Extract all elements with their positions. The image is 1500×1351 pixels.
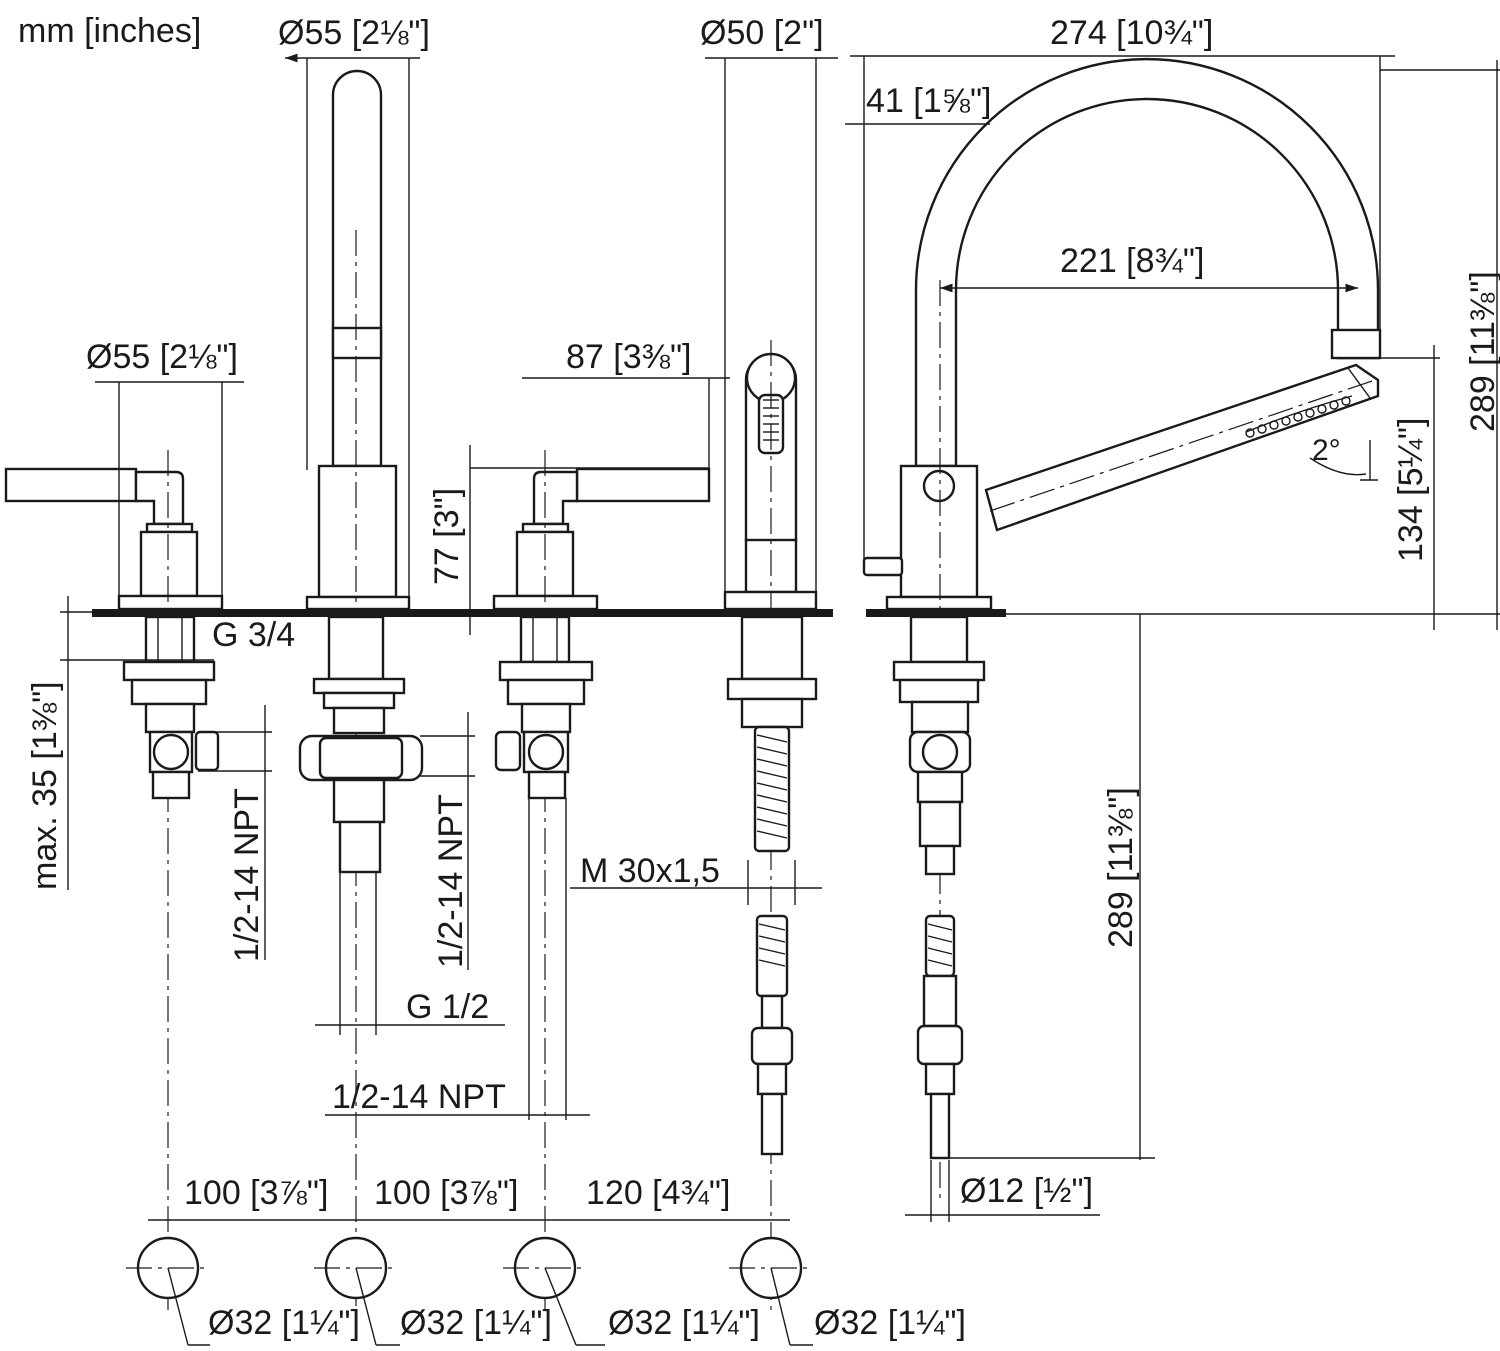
hole-1-label: Ø32 [1¼"] (208, 1304, 360, 1342)
pullout-spout (862, 57, 1382, 1200)
hole-2-label: Ø32 [1¼"] (400, 1304, 552, 1342)
overall-length-label: 274 [10¾"] (1050, 14, 1213, 52)
hose-diameter-label: Ø12 [½"] (960, 1172, 1093, 1210)
npt-middle-label: 1/2-14 NPT (432, 794, 470, 968)
angle-label: 2° (1312, 434, 1341, 467)
g12-label: G 1/2 (406, 988, 489, 1026)
spacing-2-label: 100 [3⅞"] (374, 1174, 518, 1212)
dimension-lines (60, 53, 1500, 1222)
right-lever-projection-label: 87 [3⅜"] (566, 338, 692, 376)
handshower-holder (723, 340, 818, 1310)
hole-4-label: Ø32 [1¼"] (814, 1304, 966, 1342)
left-lever-diameter-label: Ø55 [2⅛"] (86, 338, 238, 376)
handshower-height-label: 289 [11⅜"] (1464, 271, 1500, 432)
deck-plate-right (866, 609, 1006, 617)
spout (298, 69, 424, 1310)
npt-left-label: 1/2-14 NPT (228, 788, 266, 962)
spacing-1-label: 100 [3⅞"] (184, 1174, 328, 1212)
spacing-3-label: 120 [4¾"] (586, 1174, 730, 1212)
deck-plate-left (92, 609, 833, 617)
thread-g34-label: G 3/4 (212, 616, 295, 654)
deck-holes (126, 1236, 813, 1346)
m30-label: M 30x1,5 (580, 852, 720, 890)
handshower-holder-diameter-label: Ø50 [2"] (700, 14, 824, 52)
handshower-mount-height-label: 134 [5¼"] (1392, 418, 1430, 562)
left-lever-handle (4, 450, 224, 1310)
hole-3-label: Ø32 [1¼"] (608, 1304, 760, 1342)
right-lever-height-label: 77 [3"] (428, 488, 466, 585)
spout-reach-label: 221 [8¾"] (1060, 242, 1204, 280)
lever-offset-label: 41 [1⅝"] (866, 82, 992, 120)
right-lever-handle (492, 450, 711, 1310)
deck-thickness-label: max. 35 [1⅜"] (26, 681, 64, 890)
hose-length-label: 289 [11⅜"] (1102, 787, 1140, 948)
spout-diameter-label: Ø55 [2⅛"] (278, 14, 430, 52)
npt-bottom-label: 1/2-14 NPT (332, 1078, 506, 1116)
units-note: mm [inches] (18, 12, 201, 50)
